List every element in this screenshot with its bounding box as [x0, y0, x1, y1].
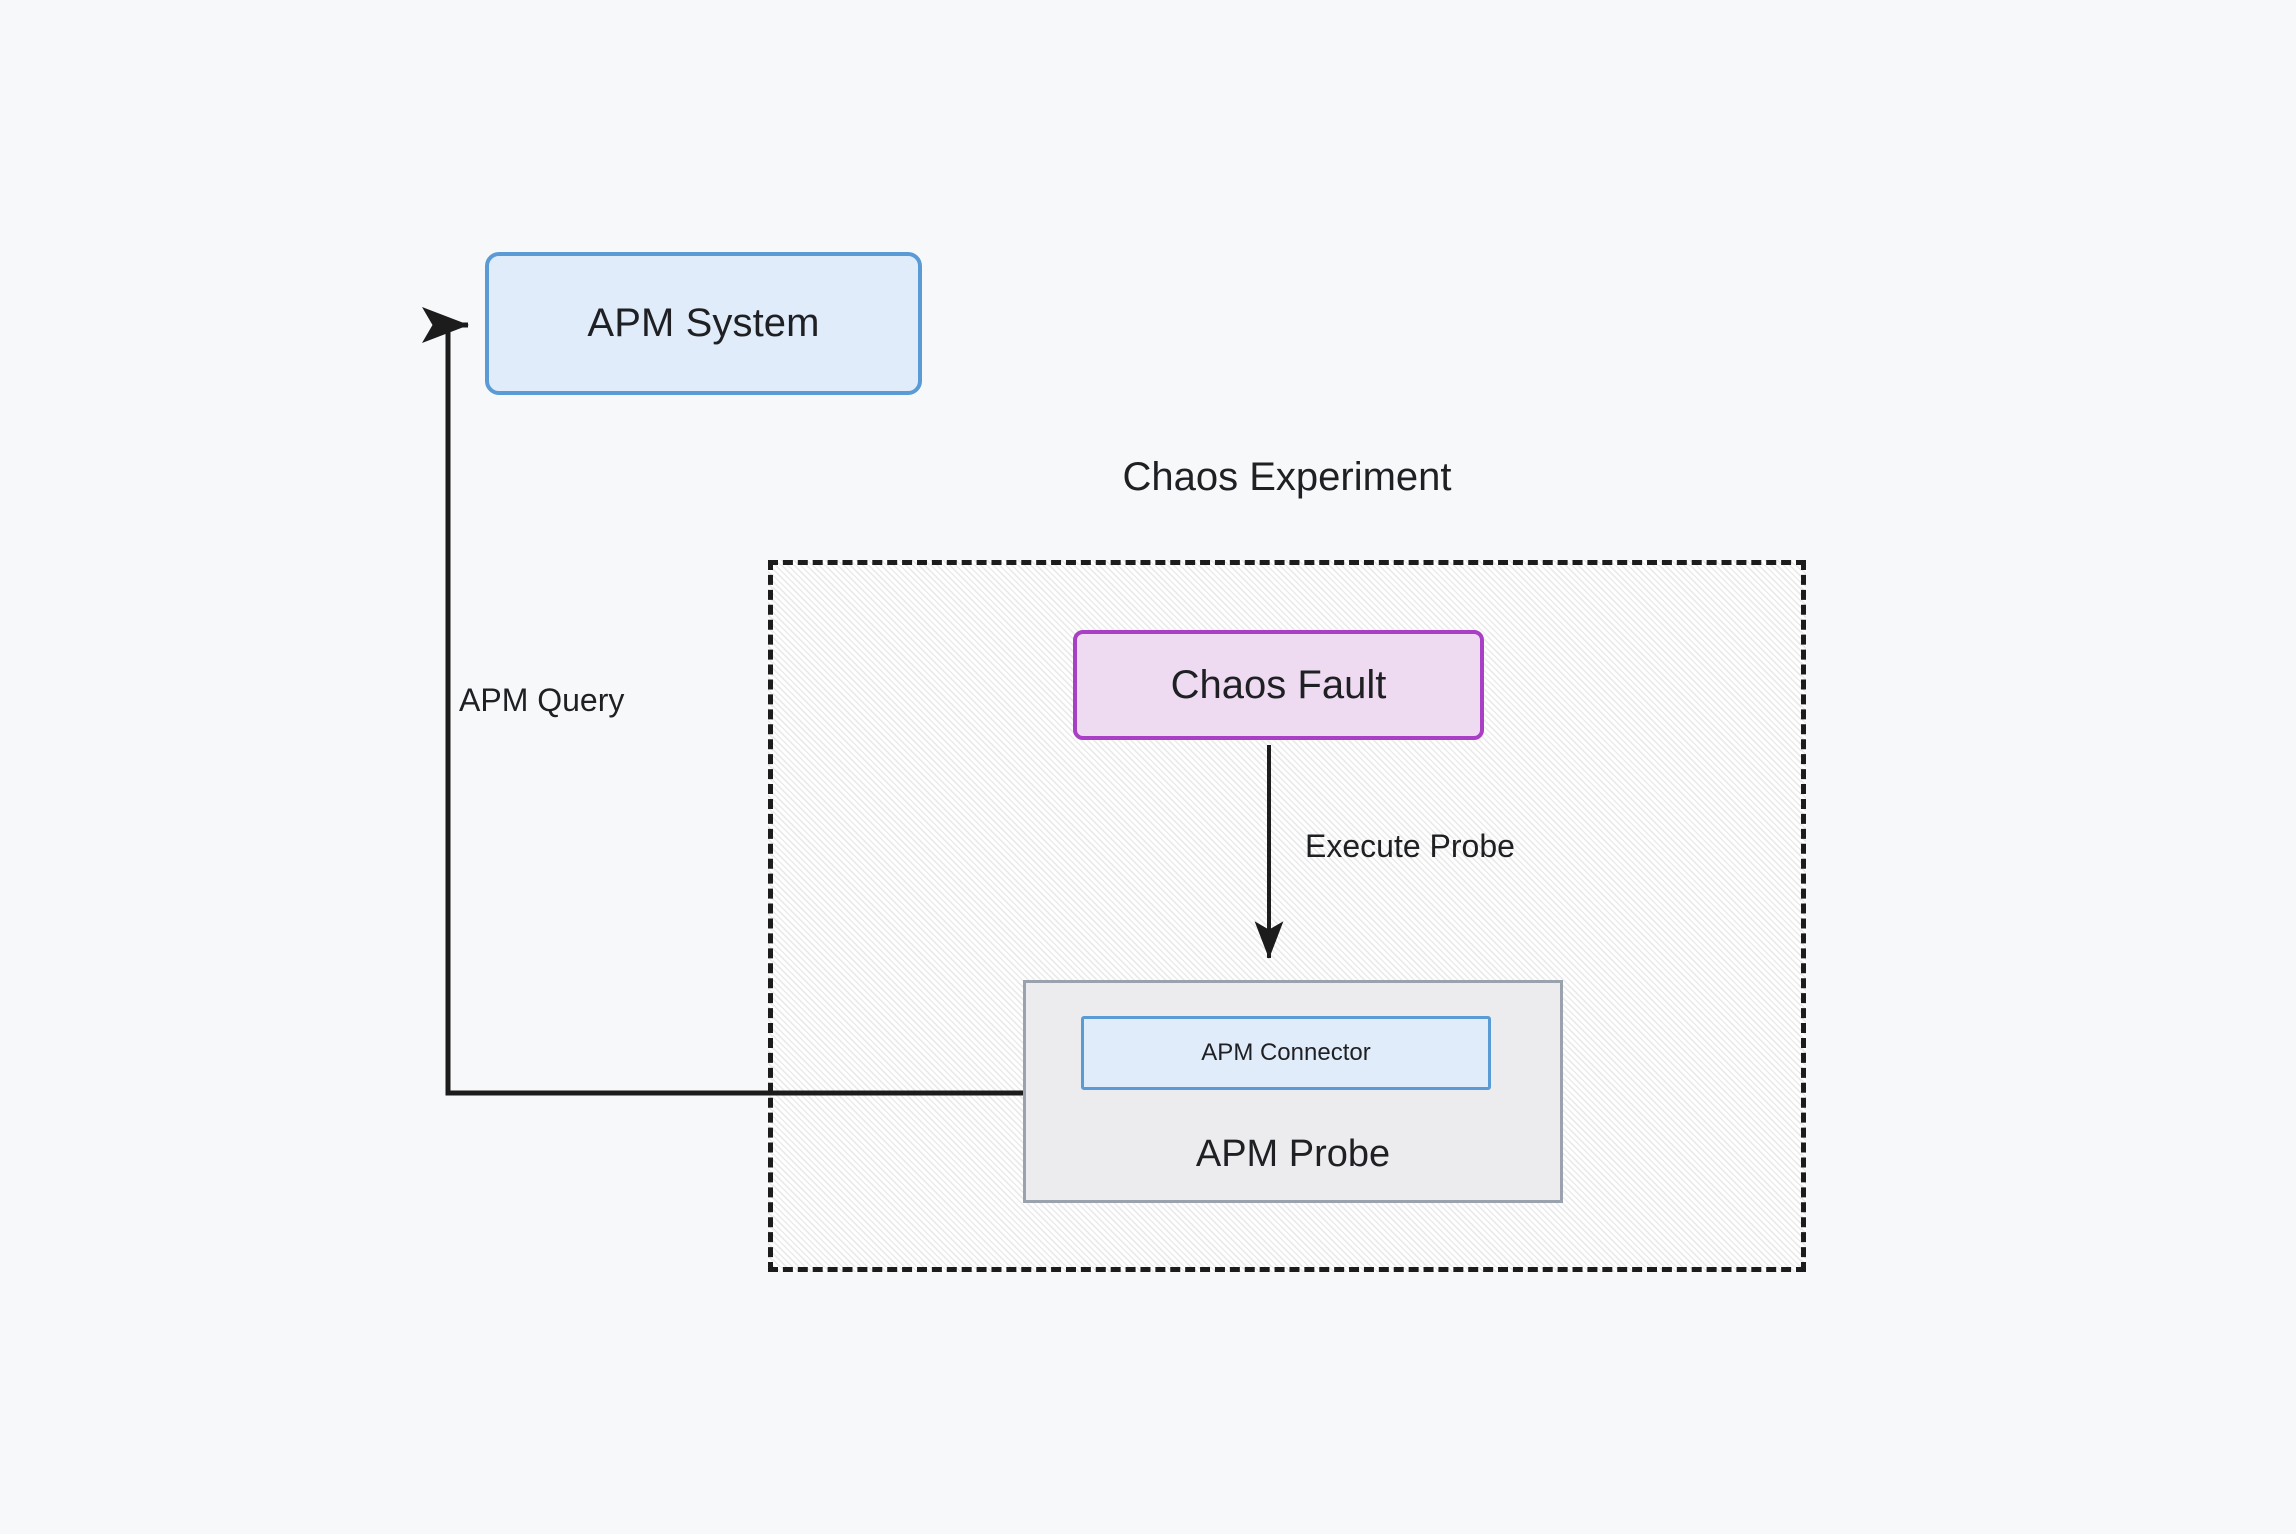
node-apm-connector[interactable]: APM Connector	[1081, 1016, 1491, 1090]
node-apm-system-label: APM System	[587, 301, 820, 345]
node-apm-system[interactable]: APM System	[485, 252, 922, 395]
node-apm-probe-label: APM Probe	[1195, 1133, 1391, 1175]
node-chaos-fault[interactable]: Chaos Fault	[1073, 630, 1484, 740]
chaos-experiment-title: Chaos Experiment	[1122, 455, 1452, 499]
node-chaos-fault-label: Chaos Fault	[1170, 662, 1387, 707]
node-apm-connector-label: APM Connector	[1201, 1039, 1371, 1066]
edge-label-execute-probe: Execute Probe	[1305, 828, 1515, 864]
edge-label-apm-query: APM Query	[459, 682, 625, 718]
